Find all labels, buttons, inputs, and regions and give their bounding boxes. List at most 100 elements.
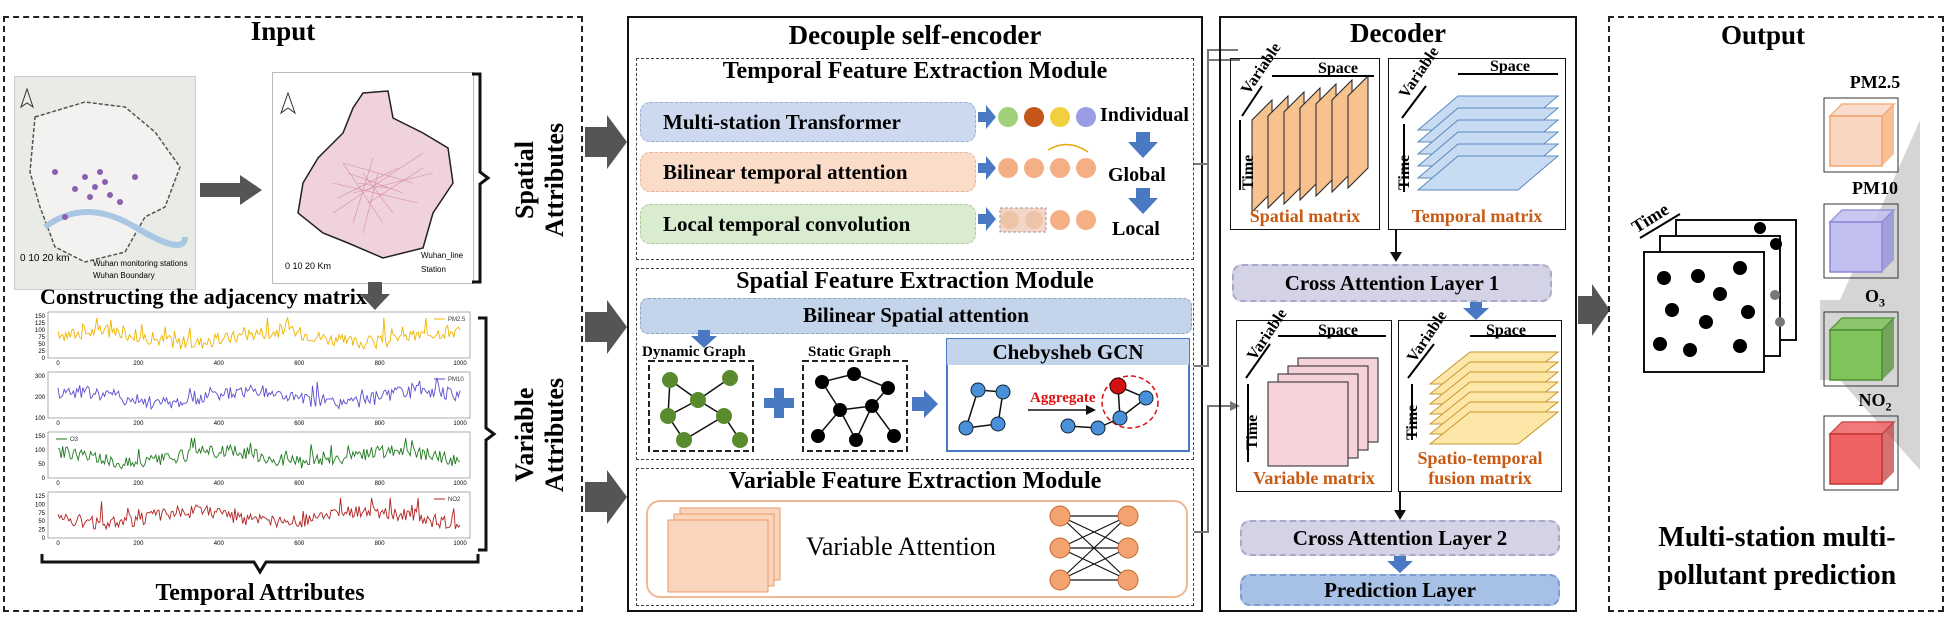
series-xtick: 800: [375, 361, 386, 367]
series-ytick: 75: [38, 335, 45, 341]
spatial-module-title: Spatial Feature Extraction Module: [736, 268, 1094, 294]
encoder-panel: [627, 16, 1203, 612]
temporal-row-1: Multi-station Transformer: [640, 102, 976, 142]
series-legend: PM10: [448, 377, 464, 383]
series-ytick: 100: [35, 416, 46, 422]
series-ytick: 50: [38, 342, 45, 348]
series-xtick: 600: [294, 421, 305, 427]
series-ytick: 0: [42, 476, 46, 482]
temporal-matrix-graphic: [1401, 73, 1560, 192]
prediction-layer: Prediction Layer: [1240, 574, 1560, 606]
series-panel-2: [47, 431, 471, 479]
series-xtick: 0: [56, 481, 60, 487]
to-cross2-arrow: [1394, 492, 1406, 520]
static-graph-graphic: [802, 360, 908, 452]
variable-matrix-label: Variable matrix: [1253, 468, 1375, 488]
pollutant-cube-1: [1823, 203, 1899, 279]
variable-axis-space: Space: [1318, 322, 1358, 339]
level-global: Global: [1108, 164, 1166, 186]
series-ytick: 300: [35, 374, 46, 380]
temporal-module: [636, 58, 1194, 260]
small-map-legend-2: Wuhan Boundary: [93, 271, 155, 280]
spatial-down-arrow: [691, 330, 717, 348]
series-xtick: 800: [375, 481, 386, 487]
series-ytick: 100: [35, 328, 46, 334]
series-ytick: 100: [35, 502, 46, 508]
level-local: Local: [1112, 218, 1160, 240]
spatial-axis-space: Space: [1318, 60, 1358, 77]
series-xtick: 1000: [453, 541, 467, 547]
temporal-axis-space: Space: [1490, 58, 1530, 75]
cross1-down-arrow: [1463, 302, 1489, 320]
series-ytick: 125: [35, 321, 46, 327]
series-ytick: 0: [42, 356, 46, 362]
pollutant-label-0: PM2.5: [1849, 72, 1901, 92]
series-xtick: 400: [214, 361, 225, 367]
gcn-title: Chebysheb GCN: [947, 339, 1189, 365]
temporal-bracket: [40, 554, 480, 575]
series-ytick: 100: [35, 448, 46, 454]
pollutant-label-2: O3: [1864, 286, 1885, 310]
series-legend: NO2: [448, 497, 461, 503]
series-xtick: 200: [133, 361, 144, 367]
fusion-matrix-box: [1398, 320, 1562, 492]
spatial-module: [636, 268, 1194, 460]
variable-matrix-graphic: [1245, 335, 1386, 467]
series-ytick: 150: [35, 314, 46, 320]
output-caption-2: pollutant prediction: [1657, 560, 1897, 591]
series-xtick: 0: [56, 421, 60, 427]
gcn-arrow: [912, 390, 938, 418]
adjacency-map: 0 10 20 Km Wuhan_line Station: [272, 72, 474, 284]
adjacency-caption: Constructing the adjacency matrix: [40, 284, 367, 309]
dynamic-graph-label: Dynamic Graph: [642, 344, 746, 360]
pollutant-label-1: PM10: [1852, 178, 1898, 198]
pollutant-cube-2: [1823, 311, 1899, 387]
output-caption-1: Multi-station multi-: [1658, 522, 1896, 553]
pollutant-cube-3: [1823, 415, 1899, 491]
cross2-down-arrow: [1387, 556, 1413, 573]
spatial-matrix-label: Spatial matrix: [1249, 206, 1361, 226]
series-line: [57, 316, 461, 351]
spatial-attributes-label: Spatial Attributes: [510, 122, 569, 238]
input-title: Input: [250, 16, 316, 46]
encoder-title: Decouple self-encoder: [788, 20, 1042, 50]
series-xtick: 800: [375, 421, 386, 427]
decoder-title: Decoder: [1350, 18, 1446, 48]
series-xtick: 400: [214, 541, 225, 547]
output-graphic: [1639, 120, 1920, 470]
temporal-matrix-label: Temporal matrix: [1411, 206, 1543, 226]
temporal-axis-time: Time: [1396, 154, 1413, 190]
variable-cube-graphic: [667, 507, 781, 593]
series-panel-0: [47, 311, 471, 359]
small-map-scale: 0 10 20 km: [20, 253, 70, 264]
temporal-module-title: Temporal Feature Extraction Module: [722, 58, 1108, 84]
temporal-attributes-label: Temporal Attributes: [155, 580, 365, 606]
fusion-matrix-graphic: [1407, 335, 1560, 445]
big-map-legend-2: Station: [421, 265, 446, 274]
cross-attention-2: Cross Attention Layer 2: [1240, 520, 1560, 556]
variable-module-title: Variable Feature Extraction Module: [728, 468, 1102, 494]
map-arrow: [200, 175, 262, 205]
decoder-output-arrow: [1578, 284, 1610, 336]
pollutant-cube-0: [1823, 97, 1899, 173]
input-panel: [3, 16, 583, 612]
cross-attention-1: Cross Attention Layer 1: [1232, 264, 1552, 302]
variable-module: [636, 468, 1194, 606]
output-panel: [1608, 16, 1944, 612]
series-ytick: 75: [38, 511, 45, 517]
series-ytick: 25: [38, 349, 45, 355]
series-ytick: 150: [35, 434, 46, 440]
series-ytick: 200: [35, 395, 46, 401]
output-title: Output: [1720, 20, 1806, 50]
temporal-row-3: Local temporal convolution: [640, 204, 976, 244]
fusion-matrix-label: Spatio-temporal fusion matrix: [1417, 448, 1543, 488]
variable-matrix-box: [1236, 320, 1392, 492]
temporal-row-2: Bilinear temporal attention: [640, 152, 976, 192]
series-xtick: 800: [375, 541, 386, 547]
big-map-scale: 0 10 20 Km: [285, 261, 332, 271]
adjacency-map-graphic: [280, 90, 454, 259]
series-xtick: 200: [133, 421, 144, 427]
series-line: [57, 497, 461, 531]
series-ytick: 50: [38, 519, 45, 525]
